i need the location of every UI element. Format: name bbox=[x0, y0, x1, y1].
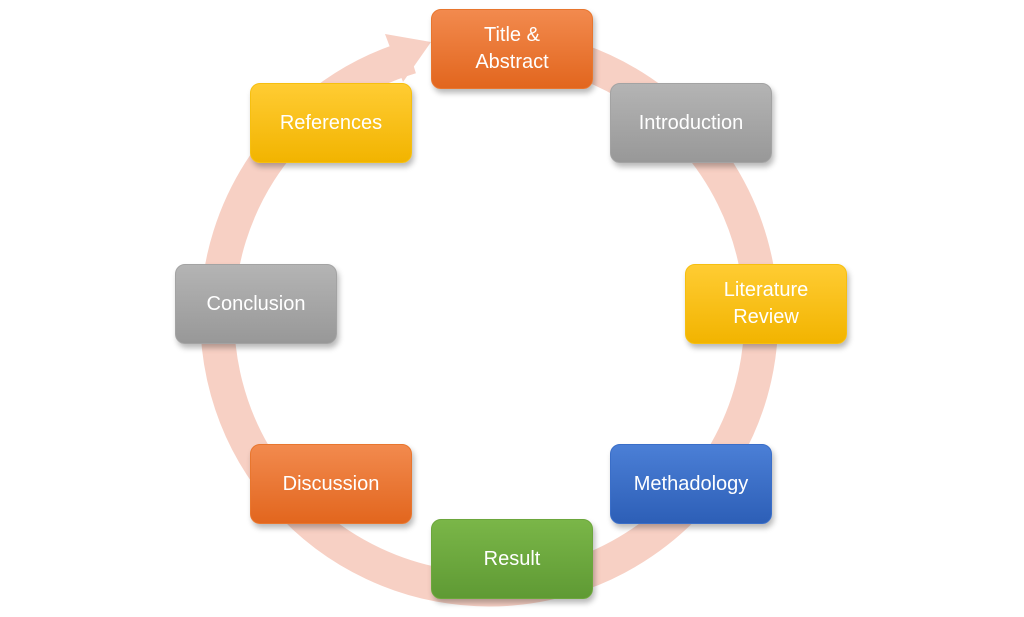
node-result: Result bbox=[431, 519, 593, 599]
node-discussion: Discussion bbox=[250, 444, 412, 524]
node-conclusion: Conclusion bbox=[175, 264, 337, 344]
node-literature-review: Literature Review bbox=[685, 264, 847, 344]
node-methadology: Methadology bbox=[610, 444, 772, 524]
node-title-abstract: Title & Abstract bbox=[431, 9, 593, 89]
node-introduction: Introduction bbox=[610, 83, 772, 163]
node-references: References bbox=[250, 83, 412, 163]
cycle-arrowhead bbox=[385, 34, 431, 82]
